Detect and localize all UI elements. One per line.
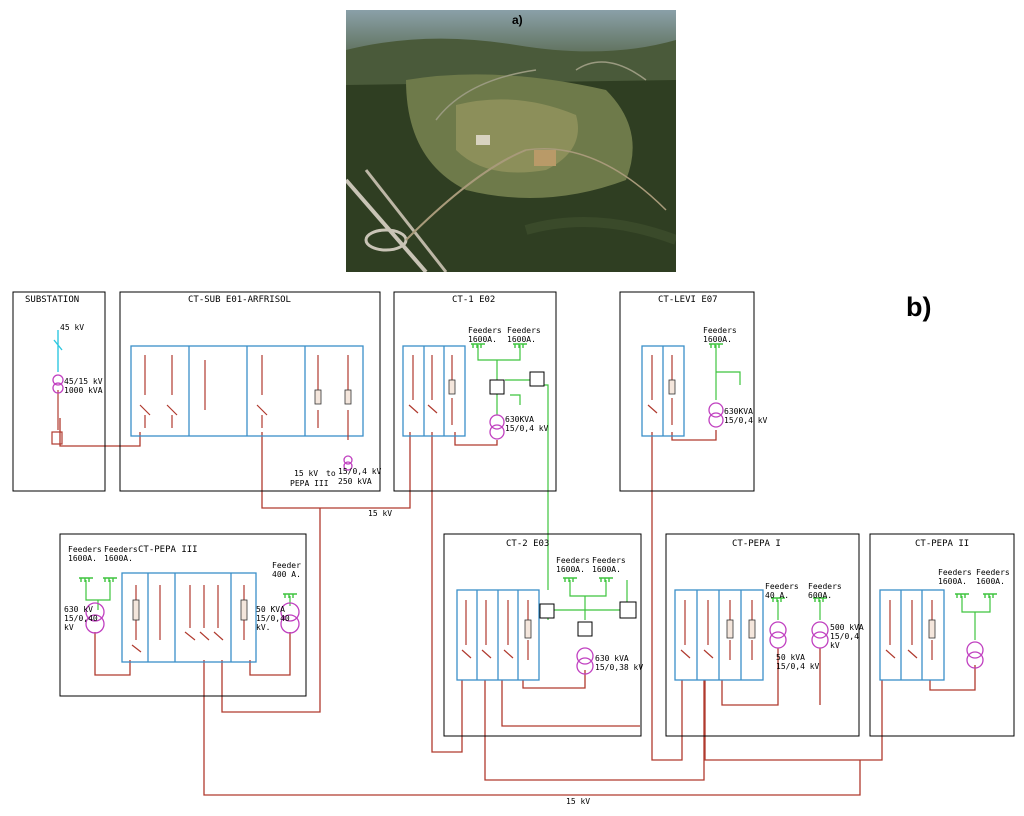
- feeder-symbols: [79, 343, 997, 602]
- panel-label-b: b): [906, 292, 932, 322]
- label-p2-f1b: 1600A.: [938, 577, 967, 586]
- label-bus-15kv-bottom: 15 kV: [566, 797, 590, 806]
- label-ct1-f2a: Feeders: [507, 326, 541, 335]
- label-levi-f2: 1600A.: [703, 335, 732, 344]
- transformers: [52, 374, 984, 675]
- label-p1-f1b: 40 A.: [765, 591, 789, 600]
- label-p3-feed2: 400 A.: [272, 570, 301, 579]
- label-p3-f1b: 1600A.: [68, 554, 97, 563]
- title-ct-pepa1: CT-PEPA I: [732, 539, 781, 549]
- label-p3-tr2: 15/0,40: [64, 614, 98, 623]
- title-ct-2: CT-2 E03: [506, 539, 549, 549]
- label-p1-tr5: kV: [830, 641, 840, 650]
- label-ct2-tr2: 15/0,38 kV: [595, 663, 643, 672]
- title-ct-pepa3: CT-PEPA III: [138, 545, 198, 555]
- label-ct1-f1a: Feeders: [468, 326, 502, 335]
- label-ct1-tr2: 15/0,4 kV: [505, 424, 549, 433]
- label-p3-tr6: kV.: [256, 623, 270, 632]
- label-sub-tr2: 1000 kVA: [64, 386, 103, 395]
- label-p3-tr5: 15/0,40: [256, 614, 290, 623]
- label-p1-tr1: 50 kVA: [776, 653, 805, 662]
- title-ct-1: CT-1 E02: [452, 295, 495, 305]
- label-p1-f1a: Feeders: [765, 582, 799, 591]
- panel-label-a: a): [512, 13, 523, 27]
- label-p3-f2b: 1600A.: [104, 554, 133, 563]
- label-ct2-f1a: Feeders: [556, 556, 590, 565]
- label-bus-15kv-top: 15 kV: [368, 509, 392, 518]
- aerial-photo: [346, 10, 676, 272]
- title-ct-sub: CT-SUB E01-ARFRISOL: [188, 295, 291, 305]
- lv-networks: [85, 345, 991, 640]
- label-p1-f2b: 600A.: [808, 591, 832, 600]
- fuses: [132, 379, 936, 639]
- label-ct2-f2b: 1600A.: [592, 565, 621, 574]
- label-p1-tr2: 15/0,4 kV: [776, 662, 820, 671]
- label-levi-tr2: 15/0,4 kV: [724, 416, 768, 425]
- label-p1-f2a: Feeders: [808, 582, 842, 591]
- label-ct1-tr1: 630KVA: [505, 415, 534, 424]
- label-levi-f1: Feeders: [703, 326, 737, 335]
- label-ctsub-pepa: PEPA III: [290, 479, 329, 488]
- label-ct2-f2a: Feeders: [592, 556, 626, 565]
- label-p3-tr4: 50 KVA: [256, 605, 285, 614]
- label-45kv: 45 kV: [60, 323, 84, 332]
- cubicles: [121, 345, 945, 681]
- hv-incoming: [53, 330, 63, 372]
- label-p1-tr3: 500 kVA: [830, 623, 864, 632]
- title-ct-pepa2: CT-PEPA II: [915, 539, 969, 549]
- mv-cables: [59, 418, 976, 796]
- label-ctsub-tr1: 15/0,4 kV: [338, 467, 382, 476]
- label-p2-f2b: 1600A.: [976, 577, 1005, 586]
- label-ct2-f1b: 1600A.: [556, 565, 585, 574]
- label-p3-feed1: Feeder: [272, 561, 301, 570]
- label-p1-tr4: 15/0,4: [830, 632, 859, 641]
- label-p3-f2a: Feeders: [104, 545, 138, 554]
- label-p3-tr1: 630 kV: [64, 605, 93, 614]
- label-ctsub-to: to: [326, 469, 336, 478]
- label-p2-f1a: Feeders: [938, 568, 972, 577]
- label-sub-tr1: 45/15 kV: [64, 377, 103, 386]
- annotations: 45 kV 45/15 kV 1000 kVA 15 kV to PEPA II…: [60, 323, 1010, 806]
- label-ct1-f1b: 1600A.: [468, 335, 497, 344]
- titles: SUBSTATION CT-SUB E01-ARFRISOL CT-1 E02 …: [25, 295, 969, 555]
- label-p2-f2a: Feeders: [976, 568, 1010, 577]
- label-ct2-tr1: 630 kVA: [595, 654, 629, 663]
- title-substation: SUBSTATION: [25, 295, 79, 305]
- label-ctsub-tr2: 250 kVA: [338, 477, 372, 486]
- frames: [12, 291, 1015, 737]
- label-p3-tr3: kV: [64, 623, 74, 632]
- lv-switch-boxes: [489, 371, 637, 637]
- label-ctsub-15kv: 15 kV: [294, 469, 318, 478]
- switchgear: [51, 355, 933, 660]
- title-ct-levi: CT-LEVI E07: [658, 295, 718, 305]
- label-ct1-f2b: 1600A.: [507, 335, 536, 344]
- label-p3-f1a: Feeders: [68, 545, 102, 554]
- label-levi-tr1: 630KVA: [724, 407, 753, 416]
